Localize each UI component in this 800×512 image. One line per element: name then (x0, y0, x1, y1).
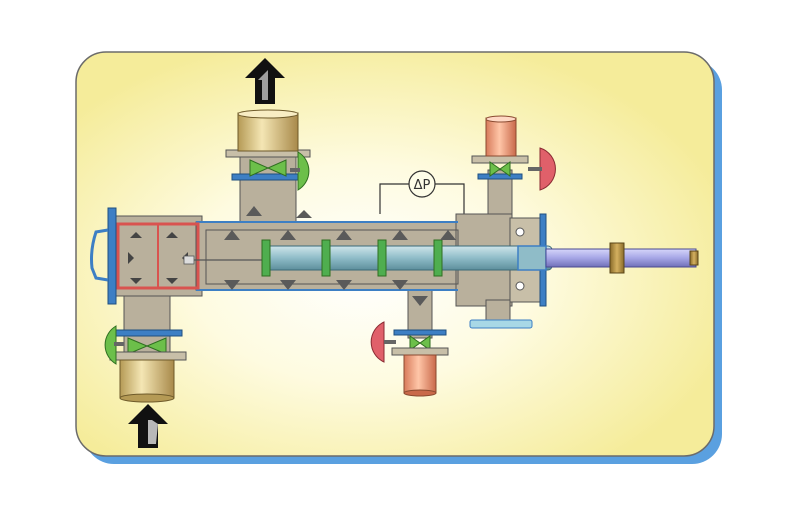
inflow-arrow-icon (128, 404, 168, 448)
right-top-pipe (471, 115, 529, 223)
middle-bottom-valve-handle-icon (370, 321, 396, 363)
flow-arrows-down (224, 280, 428, 306)
top-valve-handle-icon (290, 151, 310, 191)
strainer-basket (116, 222, 200, 290)
bottom-valve-handle-icon (104, 325, 124, 365)
outflow-arrow-icon (245, 58, 285, 104)
flow-arrows-up (224, 206, 456, 240)
dp-label: ΔP (414, 178, 431, 193)
right-top-valve-handle-icon (528, 147, 556, 191)
left-cover-handle-icon (90, 228, 109, 282)
differential-pressure-gauge: ΔP (379, 170, 465, 214)
bottom-inlet-pipe (109, 285, 187, 403)
actuator-rod (545, 242, 699, 274)
piston-rod (183, 255, 262, 265)
